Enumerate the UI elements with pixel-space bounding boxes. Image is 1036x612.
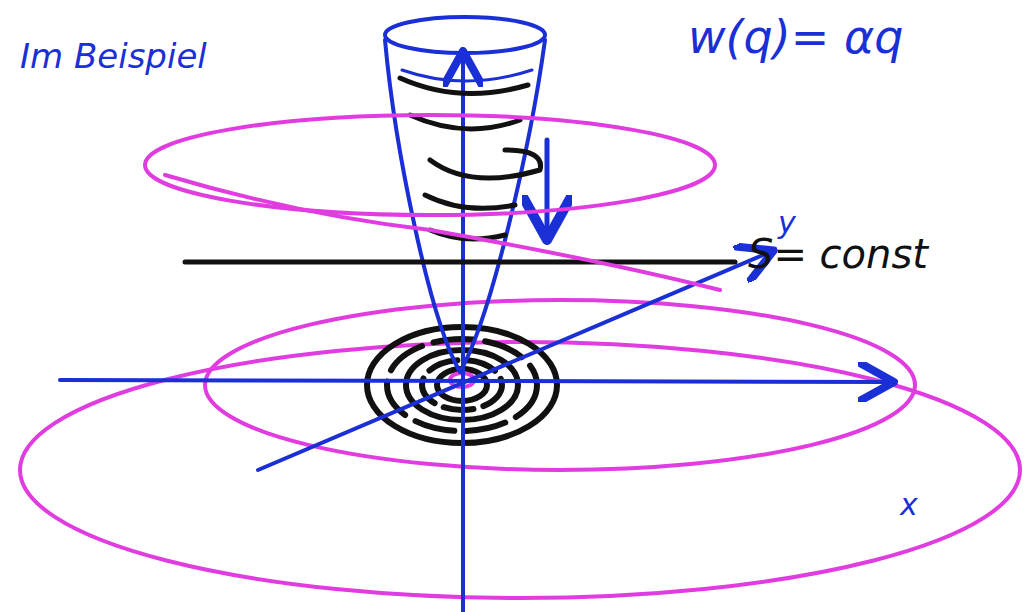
axis-label: y xyxy=(778,206,796,239)
axis-label: x xyxy=(900,488,918,521)
formula: S= const xyxy=(748,232,928,276)
heading-note: Im Beispiel xyxy=(20,38,207,75)
formula: w(q)= αq xyxy=(688,12,903,63)
